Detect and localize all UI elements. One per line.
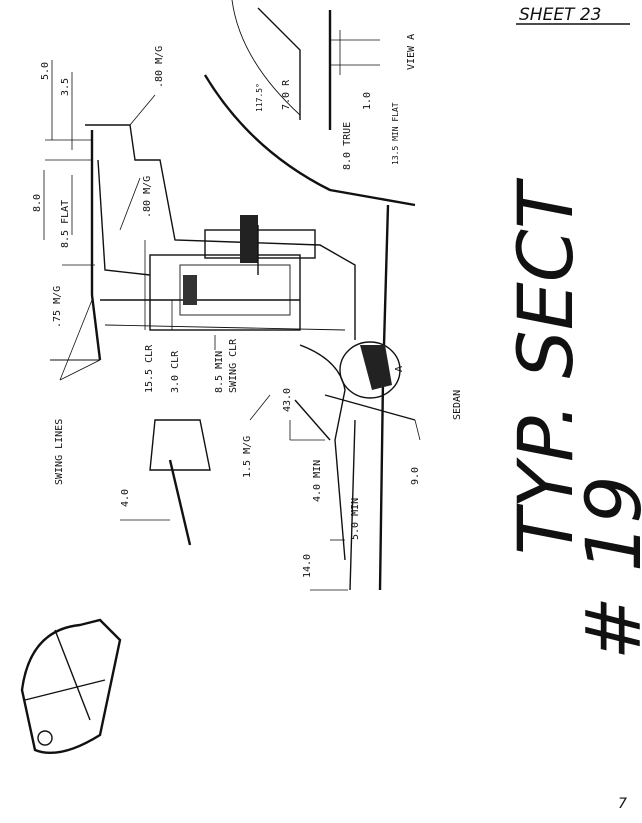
section-title: TYP. SECT [501, 177, 590, 555]
dim-1-0: 1.0 [362, 92, 373, 110]
view-a-detail [231, 0, 380, 130]
dim-3-0-clr: 3.0 CLR [170, 350, 181, 393]
dim-5-0-min: 5.0 MIN [350, 498, 361, 540]
dim-8-0: 8.0 [32, 194, 43, 212]
swing-lines-label: SWING LINES [54, 419, 65, 485]
dim-117: 117.5° [255, 83, 264, 112]
dim-8-0-true: 8.0 TRUE [342, 122, 353, 170]
dim-43-0: 43.0 [282, 388, 293, 412]
dim-8-5-flat: 8.5 FLAT [60, 200, 71, 248]
dim-8-5-min: 8.5 MIN [214, 351, 225, 393]
dim-3-5: 3.5 [60, 78, 71, 96]
dim-4-0: 4.0 [120, 489, 131, 507]
detail-marker-a: A [394, 366, 405, 372]
dim-9-0: 9.0 [410, 467, 421, 485]
dim-7-0-r: 7.0 R [281, 79, 292, 110]
page-number: 7 [618, 796, 627, 812]
dim-80-mg-mid: .80 M/G [142, 176, 153, 218]
section-number: # 19 [569, 475, 642, 660]
body-style-label: SEDAN [452, 390, 463, 420]
dim-15-5-clr: 15.5 CLR [144, 344, 155, 393]
view-a-label: VIEW A [406, 34, 417, 70]
dim-swing-clr: SWING CLR [228, 338, 239, 393]
dim-13-5-min-flat: 13.5 MIN FLAT [391, 102, 400, 165]
dim-75-mg: .75 M/G [52, 286, 63, 328]
dim-5-0: 5.0 [40, 62, 51, 80]
sheet-number: SHEET 23 [519, 5, 601, 25]
dim-1-5-mg: 1.5 M/G [242, 436, 253, 478]
car-thumbnail-icon [20, 618, 122, 754]
dim-4-0-min: 4.0 MIN [312, 460, 323, 502]
dimension-leaders [43, 60, 421, 591]
body-outline [203, 74, 416, 591]
dim-14-0: 14.0 [302, 554, 313, 578]
dim-80-mg-top: .80 M/G [154, 46, 165, 88]
